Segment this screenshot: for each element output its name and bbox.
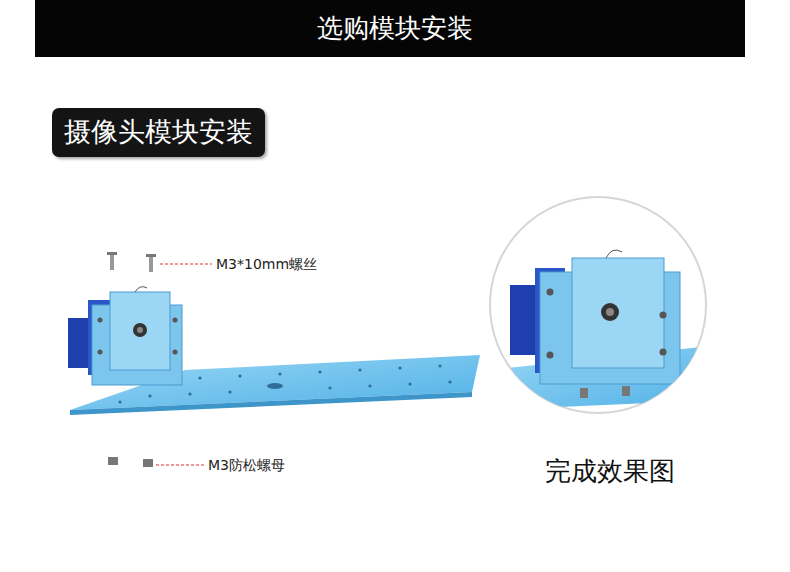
leader-line — [160, 263, 212, 264]
section-label-text: 摄像头模块安装 — [64, 116, 253, 148]
page-title: 选购模块安装 — [0, 0, 790, 57]
nut-icons — [108, 457, 153, 467]
part-label: M3防松螺母 — [208, 457, 285, 474]
leader-line — [156, 464, 204, 465]
camera-module — [68, 287, 182, 385]
screw-icons — [107, 252, 156, 272]
caption: 完成效果图 — [545, 456, 675, 487]
part-label: M3*10mm螺丝 — [216, 256, 317, 273]
section-label: 摄像头模块安装 — [52, 108, 265, 157]
zoom-circle — [490, 197, 720, 413]
